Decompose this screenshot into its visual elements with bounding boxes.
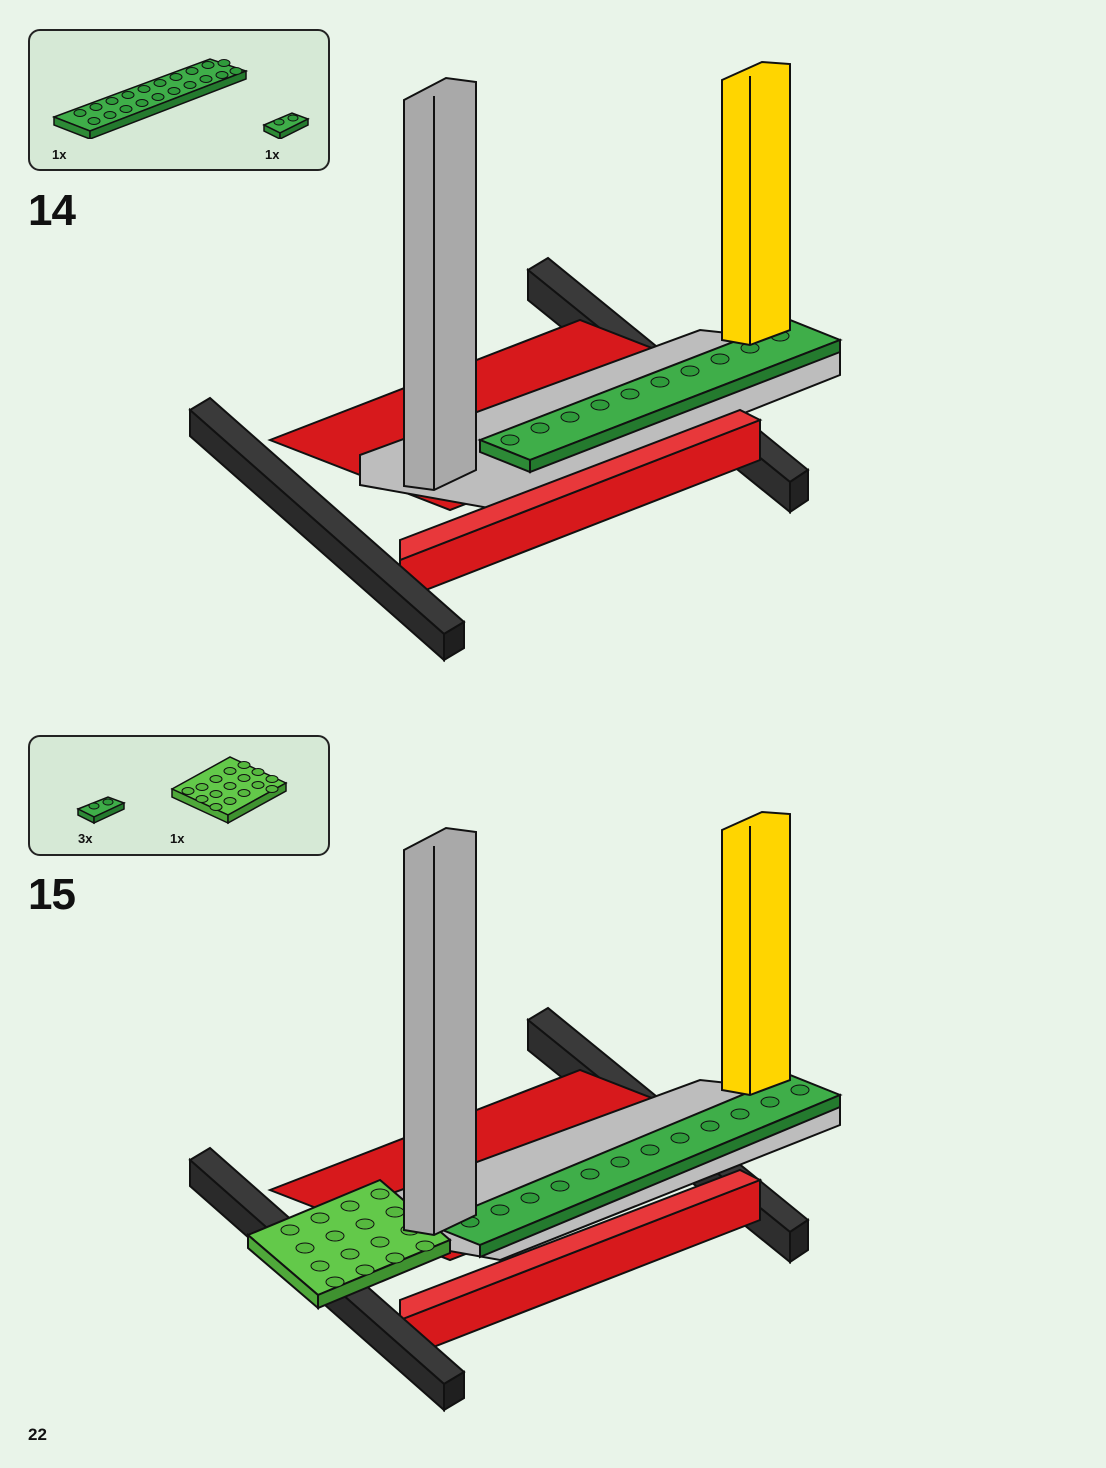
parts-callout-step-15: 3x 1x: [28, 735, 330, 856]
plate-2x10-icon: [51, 58, 249, 139]
plate-4x4-icon: [170, 756, 288, 825]
step-number: 14: [28, 186, 76, 235]
page-number: 22: [28, 1425, 47, 1444]
model-step-14: [188, 60, 843, 663]
part-qty: 1x: [52, 147, 67, 162]
plate-1x2-icon: [76, 796, 126, 825]
part-qty: 1x: [265, 147, 280, 162]
part-qty: 1x: [170, 831, 185, 846]
step-number: 15: [28, 870, 76, 919]
model-step-15: [188, 810, 843, 1413]
part-qty: 3x: [78, 831, 93, 846]
parts-callout-step-14: 1x 1x: [28, 29, 330, 171]
plate-1x2-icon: [262, 112, 310, 139]
